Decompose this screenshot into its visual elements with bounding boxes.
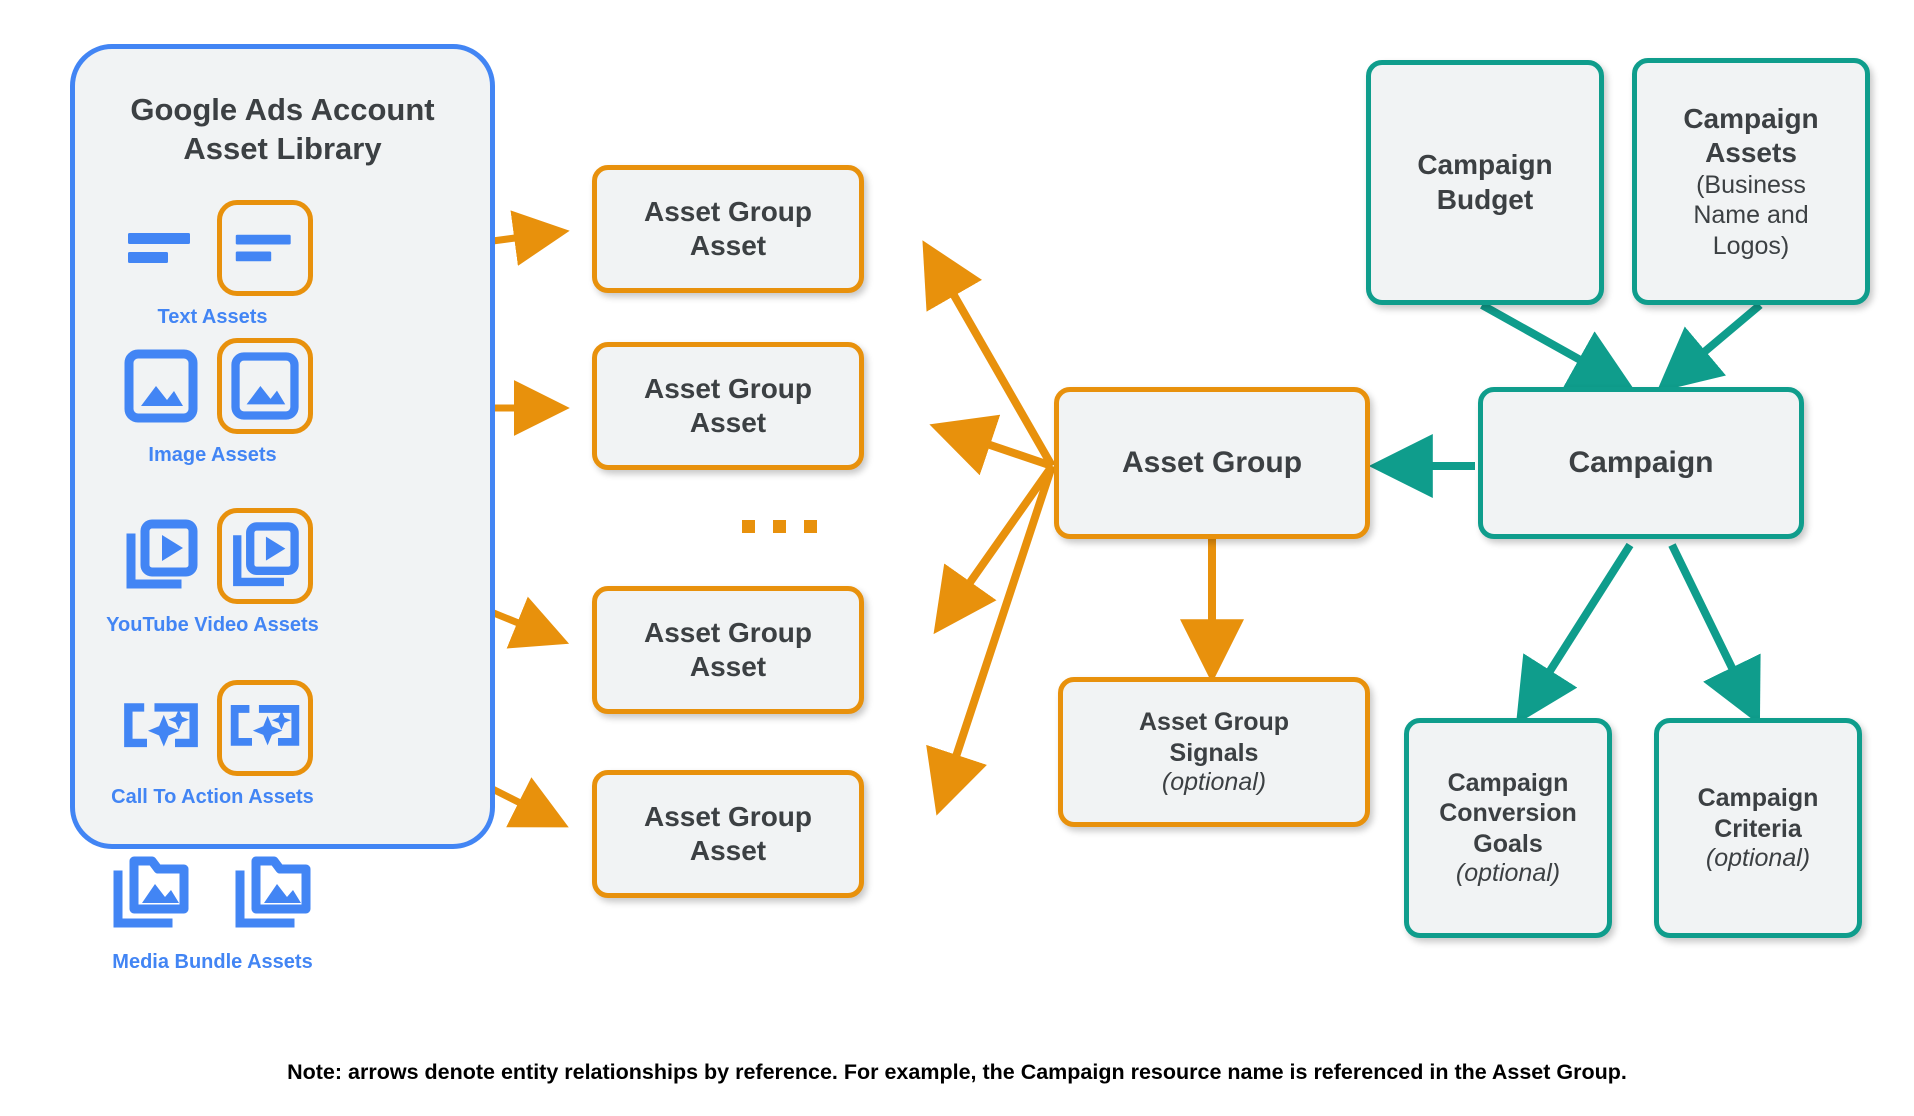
asset-row-text: Text Assets xyxy=(0,200,425,329)
text-lines-icon-highlighted[interactable] xyxy=(216,200,313,296)
campaign-conversion-goals-label: Campaign Conversion Goals xyxy=(1439,768,1577,858)
video-stack-icon-highlighted[interactable] xyxy=(216,508,313,604)
asset-group-signals-optional: (optional) xyxy=(1161,768,1267,796)
campaign-budget-label: Campaign Budget xyxy=(1417,149,1553,215)
asset-row-cta: Call To Action Assets xyxy=(0,680,425,809)
video-stack-icon xyxy=(113,508,209,604)
asset-group-asset-label-2: Asset Group Asset xyxy=(643,372,813,438)
asset-group-asset-box-1[interactable]: Asset Group Asset xyxy=(592,165,864,293)
campaign-budget-box[interactable]: Campaign Budget xyxy=(1366,60,1604,305)
edge-ag-to-aga1 xyxy=(922,240,1056,468)
asset-group-asset-label-4: Asset Group Asset xyxy=(643,800,813,866)
image-icon-highlighted[interactable] xyxy=(216,338,313,434)
edge-assets-to-campaign xyxy=(1656,301,1763,393)
library-title: Google Ads Account Asset Library xyxy=(130,92,435,166)
media-bundle-folder-icon-2 xyxy=(226,845,322,941)
asset-group-box[interactable]: Asset Group xyxy=(1054,387,1370,539)
campaign-criteria-label: Campaign Criteria xyxy=(1697,784,1819,843)
edge-ag-to-aga3 xyxy=(933,463,1056,635)
asset-library-panel: Google Ads Account Asset Library xyxy=(70,44,495,849)
edge-campaign-to-goals xyxy=(1515,542,1634,725)
campaign-conversion-goals-box[interactable]: Campaign Conversion Goals (optional) xyxy=(1404,718,1612,938)
campaign-label: Campaign xyxy=(1568,445,1714,479)
asset-group-signals-box[interactable]: Asset Group Signals (optional) xyxy=(1058,677,1370,827)
asset-label-text: Text Assets xyxy=(157,306,268,328)
asset-group-signals-label: Asset Group Signals xyxy=(1138,708,1290,767)
asset-label-cta: Call To Action Assets xyxy=(111,786,314,808)
asset-group-asset-box-3[interactable]: Asset Group Asset xyxy=(592,586,864,714)
asset-row-media-bundle: Media Bundle Assets xyxy=(0,845,425,974)
asset-label-image: Image Assets xyxy=(148,444,277,466)
campaign-criteria-box[interactable]: Campaign Criteria (optional) xyxy=(1654,718,1862,938)
media-bundle-folder-icon xyxy=(104,845,200,941)
asset-row-image: Image Assets xyxy=(0,338,425,467)
edge-campaign-to-criteria xyxy=(1668,543,1761,726)
footnote: Note: arrows denote entity relationships… xyxy=(287,1060,1627,1084)
asset-group-asset-box-2[interactable]: Asset Group Asset xyxy=(592,342,864,470)
campaign-conversion-goals-optional: (optional) xyxy=(1455,859,1561,888)
edge-ag-to-aga2 xyxy=(929,414,1054,476)
campaign-assets-sublabel: (Business Name and Logos) xyxy=(1693,170,1809,260)
asset-group-asset-label-3: Asset Group Asset xyxy=(643,616,813,682)
call-to-action-sparkle-icon-highlighted[interactable] xyxy=(216,680,313,776)
image-icon xyxy=(113,338,209,434)
call-to-action-sparkle-icon xyxy=(113,680,209,776)
asset-label-media-bundle: Media Bundle Assets xyxy=(112,951,313,973)
asset-label-video: YouTube Video Assets xyxy=(106,614,319,636)
campaign-box[interactable]: Campaign xyxy=(1478,387,1804,539)
asset-row-video: YouTube Video Assets xyxy=(0,508,425,637)
edge-budget-to-campaign xyxy=(1480,301,1635,391)
text-lines-icon xyxy=(113,200,209,296)
campaign-assets-box[interactable]: Campaign Assets (Business Name and Logos… xyxy=(1632,58,1870,305)
campaign-criteria-optional: (optional) xyxy=(1705,844,1811,872)
asset-group-label: Asset Group xyxy=(1121,445,1303,479)
asset-group-asset-label-1: Asset Group Asset xyxy=(643,195,813,261)
edge-ag-to-aga4 xyxy=(926,464,1056,816)
ellipsis-indicator xyxy=(742,520,817,533)
asset-group-asset-box-4[interactable]: Asset Group Asset xyxy=(592,770,864,898)
campaign-assets-label: Campaign Assets xyxy=(1683,102,1819,168)
